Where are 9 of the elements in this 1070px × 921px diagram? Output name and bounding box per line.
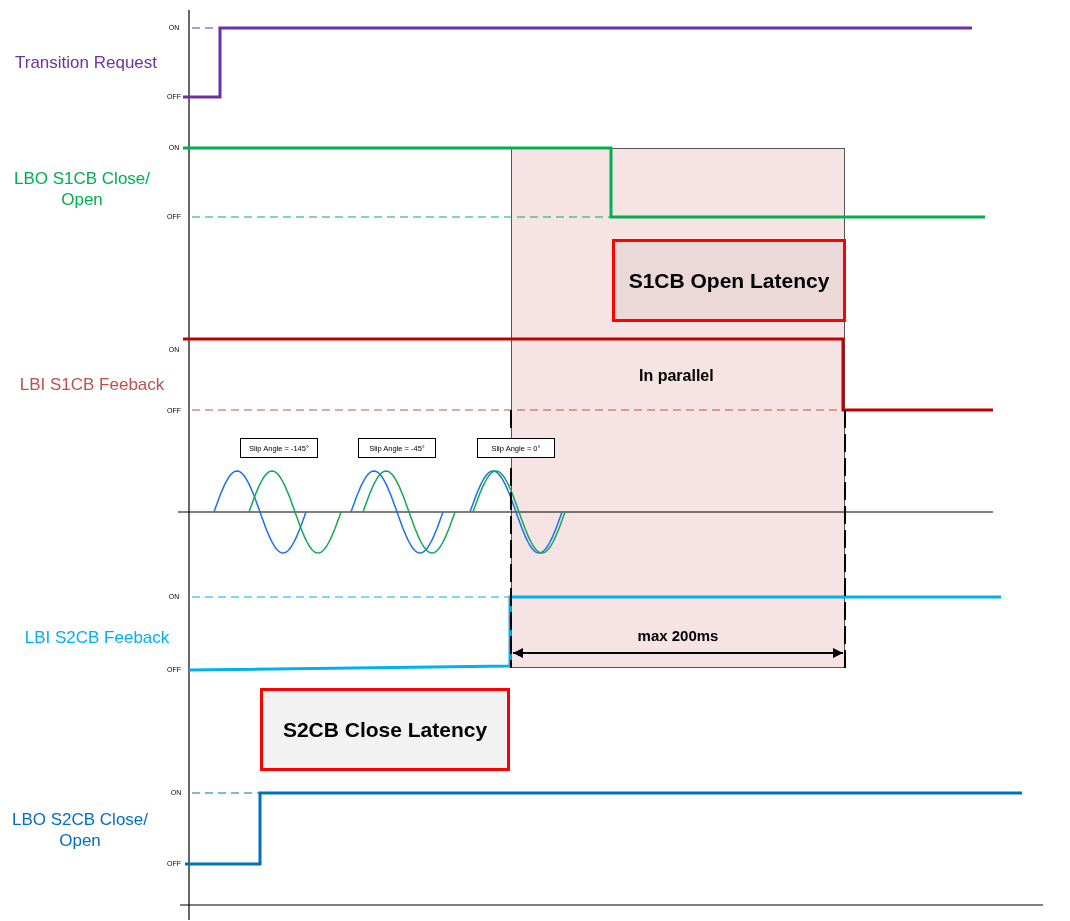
signal-name: LBI S2CB Feeback <box>24 627 170 649</box>
latency-box: S1CB Open Latency <box>612 239 846 322</box>
region-label: In parallel <box>639 367 714 385</box>
latency-box: S2CB Close Latency <box>260 688 510 771</box>
dimension-label: max 200ms <box>637 626 719 646</box>
signal-name: LBO S1CB Close/ Open <box>12 167 152 211</box>
signal-name: LBO S2CB Close/ Open <box>10 808 150 852</box>
signal-name: Transition Request <box>14 52 158 74</box>
signal-name: LBI S1CB Feeback <box>19 374 165 396</box>
